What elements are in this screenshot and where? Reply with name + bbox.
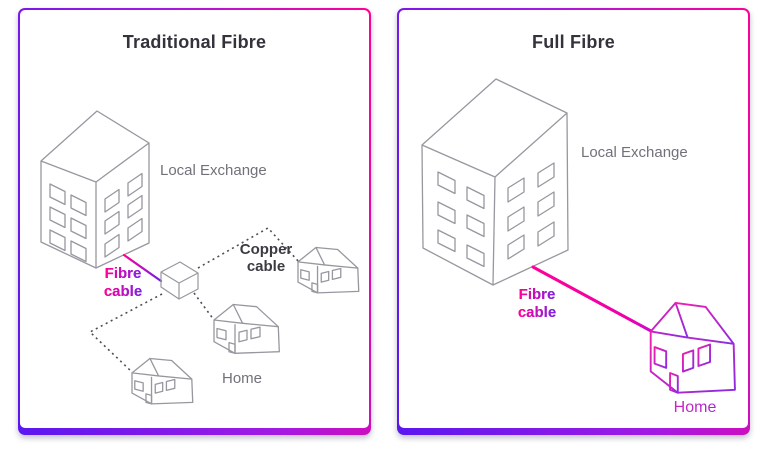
local-exchange-label: Local Exchange	[581, 144, 688, 161]
local-exchange-building	[40, 110, 150, 269]
local-exchange-building	[421, 78, 569, 286]
panel-traditional-fibre: Traditional Fibre	[18, 8, 371, 435]
street-cabinet	[160, 261, 199, 300]
fibre-cable-line	[531, 265, 653, 333]
traditional-fibre-diagram	[40, 110, 360, 405]
home-house-middle	[213, 303, 280, 354]
full-fibre-diagram	[421, 78, 737, 395]
panel-title-traditional: Traditional Fibre	[122, 32, 267, 52]
panel-title-full: Full Fibre	[532, 32, 615, 52]
copper-cable-lines	[88, 226, 300, 374]
panel-full-fibre: Full Fibre	[397, 8, 750, 435]
home-house-fibre	[648, 301, 737, 395]
fibre-cable-line	[122, 253, 163, 283]
local-exchange-label: Local Exchange	[160, 162, 267, 179]
copper-cable-label: Copper cable	[239, 241, 293, 275]
home-label: Home	[650, 399, 740, 417]
panel-full-inner: Full Fibre	[399, 10, 748, 428]
home-house-bottom	[131, 357, 194, 405]
home-label: Home	[221, 370, 262, 387]
fibre-cable-label: Fibre cable	[78, 265, 168, 301]
panel-traditional-inner: Traditional Fibre	[20, 10, 369, 428]
fibre-cable-label: Fibre cable	[492, 286, 582, 322]
